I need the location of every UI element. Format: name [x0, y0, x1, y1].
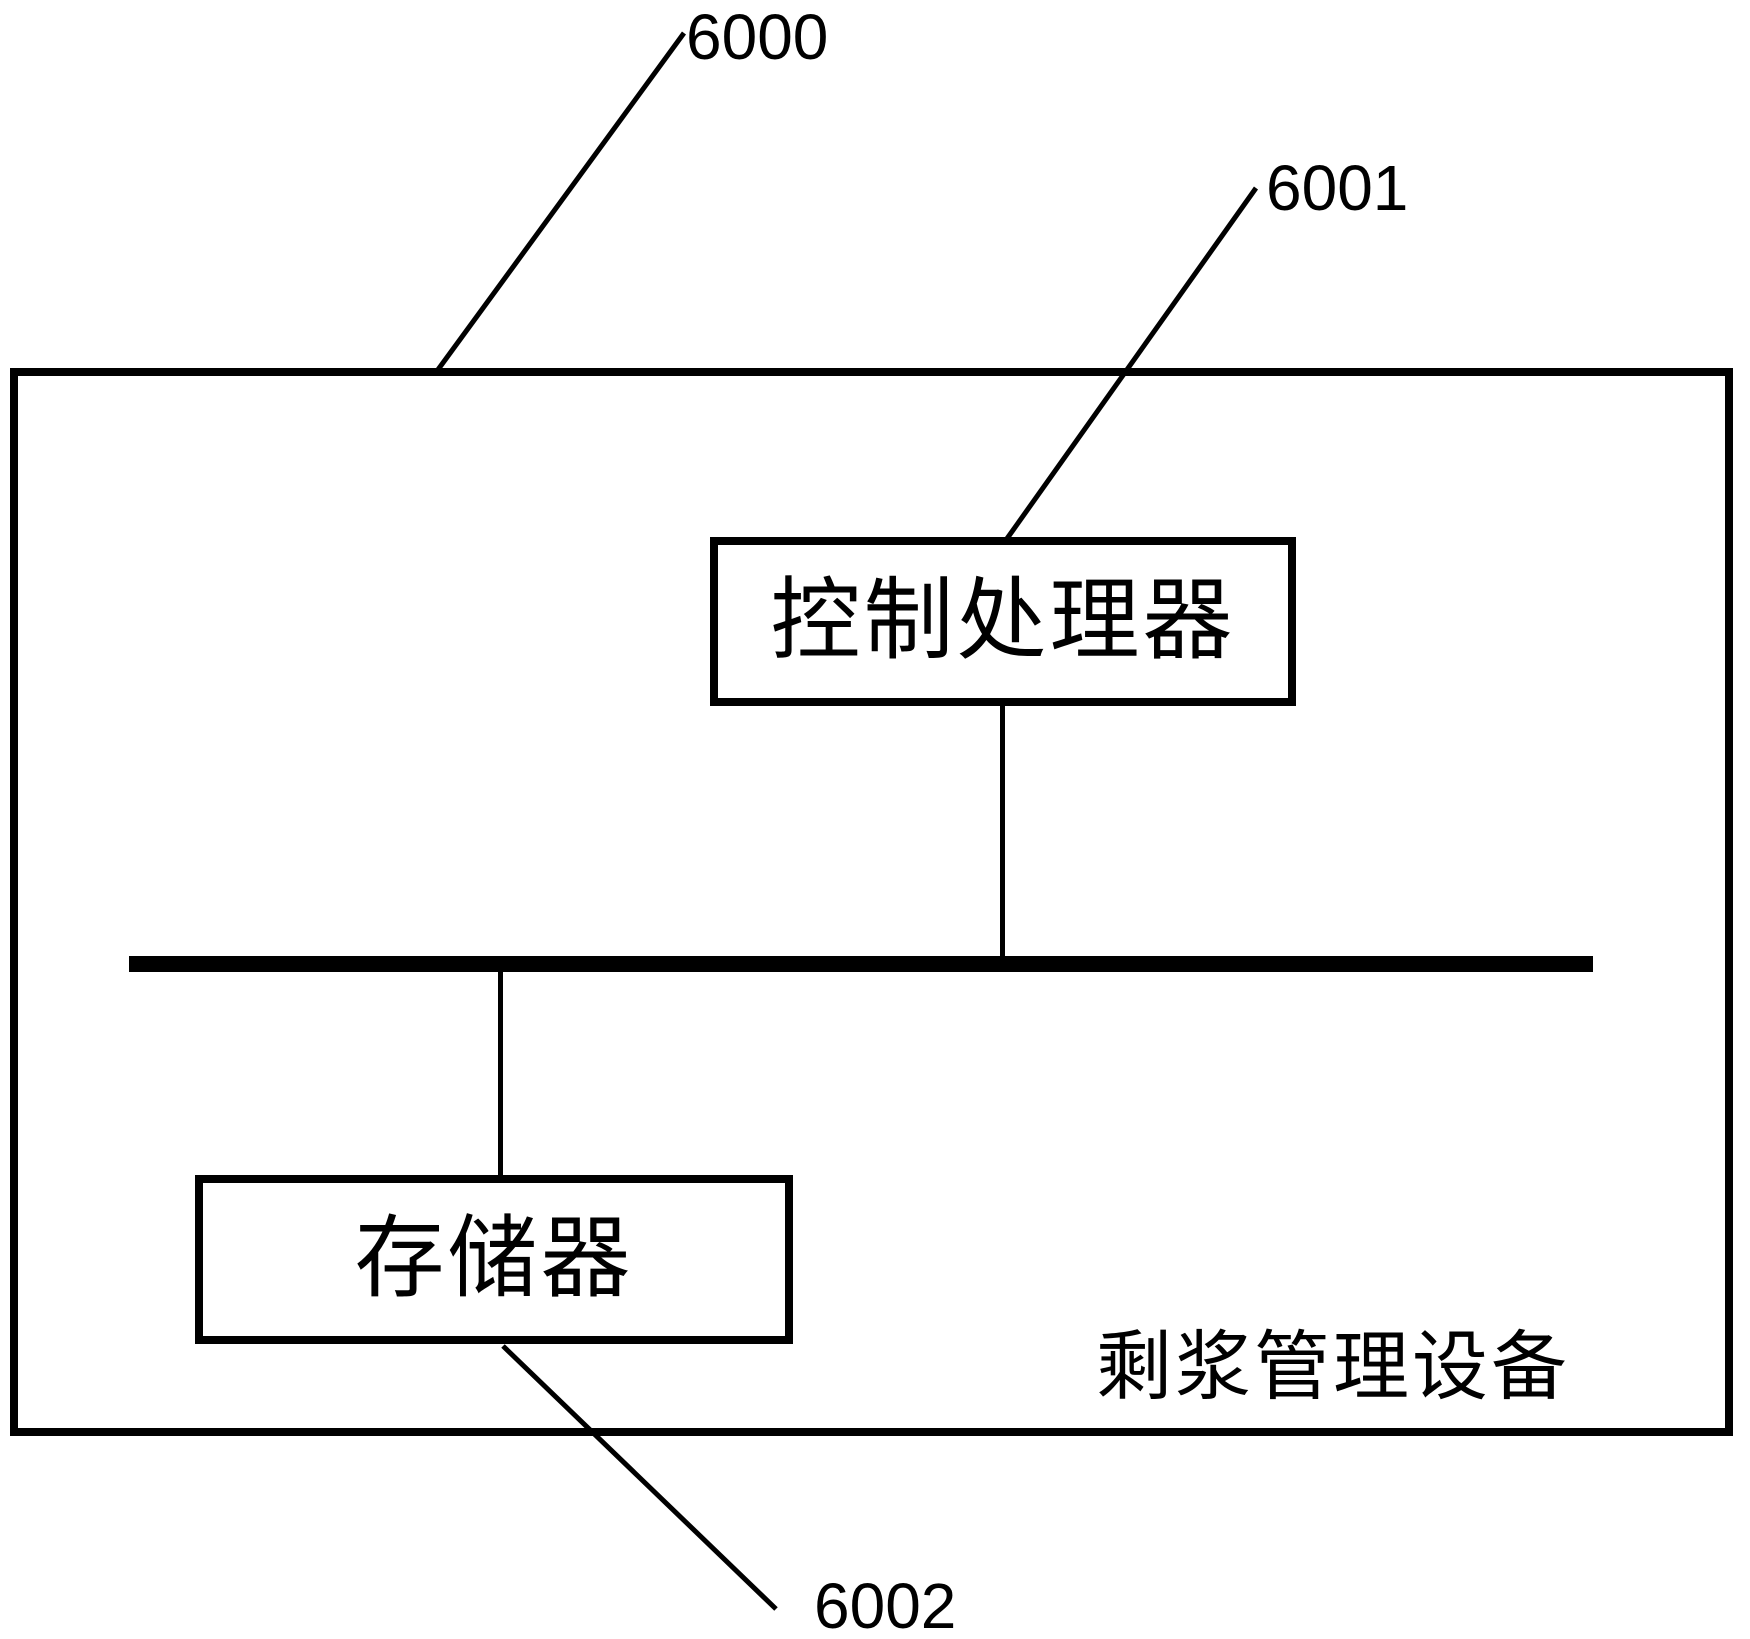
ref-label-6000: 6000 — [686, 1, 829, 73]
ref-label-6001: 6001 — [1266, 152, 1409, 224]
processor-block: 控制处理器 — [710, 537, 1296, 706]
ref-label-6002: 6002 — [814, 1570, 957, 1639]
processor-label: 控制处理器 — [770, 571, 1236, 671]
leader-line-6000 — [434, 31, 687, 373]
device-title: 剩浆管理设备 — [1096, 1326, 1570, 1410]
processor-bus-connector-line — [1000, 703, 1005, 959]
device-boundary-rect — [10, 368, 1733, 1436]
memory-bus-connector-line — [498, 969, 503, 1178]
memory-block: 存储器 — [195, 1175, 793, 1344]
memory-label: 存储器 — [354, 1209, 634, 1309]
bus-line — [129, 956, 1593, 972]
